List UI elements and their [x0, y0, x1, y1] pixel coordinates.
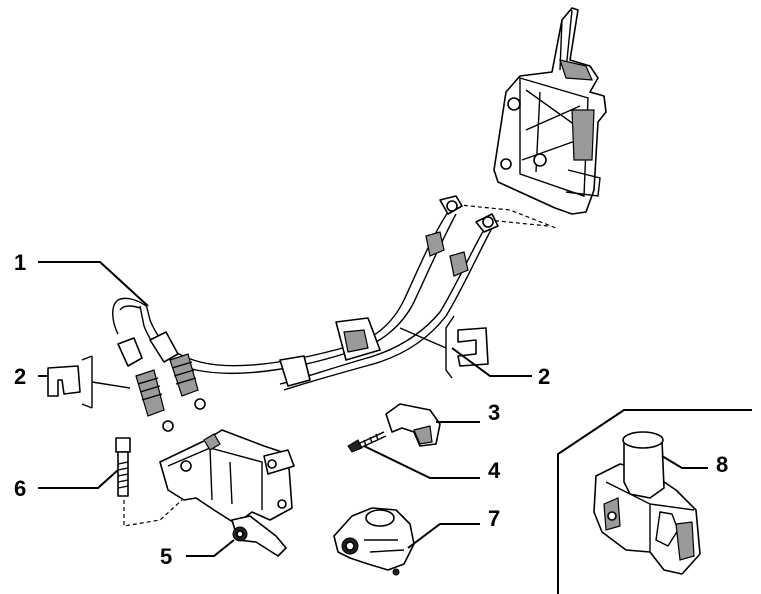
callout-2-right: 2: [538, 364, 550, 389]
alignment-line-housing: [449, 203, 557, 229]
inset-panel-border: [557, 409, 752, 594]
callout-4: 4: [488, 458, 501, 483]
callout-6: 6: [14, 476, 26, 501]
rubber-boot: [333, 507, 415, 576]
callout-1: 1: [14, 250, 26, 275]
selector-housing: [593, 431, 701, 575]
callout-7: 7: [488, 506, 500, 531]
callout-8: 8: [716, 452, 728, 477]
gear-lever-housing: [493, 7, 607, 215]
cable-clip-right: [399, 315, 489, 379]
bracket-screw: [347, 431, 387, 453]
cable-bracket: [385, 403, 441, 447]
callout-3: 3: [488, 400, 500, 425]
cable-clip-left: [47, 355, 131, 409]
mounting-bolt: [115, 437, 183, 527]
leader-lines: [38, 261, 708, 557]
callout-2-left: 2: [14, 364, 26, 389]
callout-5: 5: [160, 544, 172, 569]
gear-cables: [112, 195, 499, 432]
support-bracket: [159, 429, 295, 557]
